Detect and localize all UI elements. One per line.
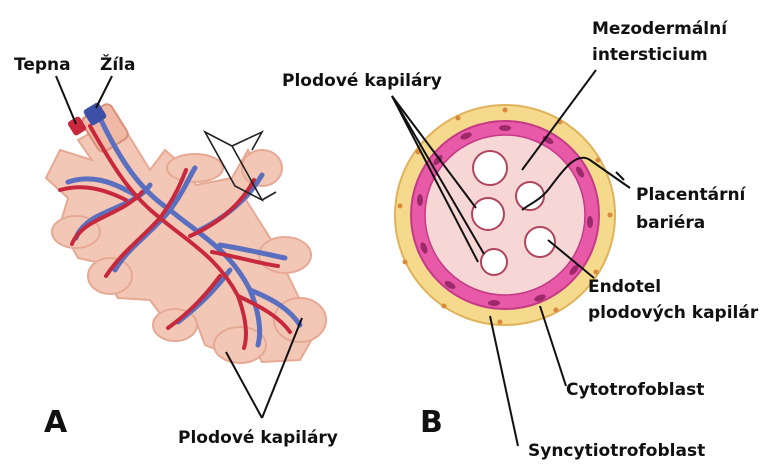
label-capillaries-a: Plodové kapiláry xyxy=(178,428,338,448)
label-artery: Tepna xyxy=(14,55,71,75)
label-endothel-line1: Endotel xyxy=(588,277,661,297)
label-endothel-line2: plodových kapilár xyxy=(588,303,759,323)
label-mesoderm-line2: intersticium xyxy=(592,45,708,65)
villus-tree xyxy=(46,102,326,363)
villus-cross-section xyxy=(395,105,615,325)
capillary-1 xyxy=(473,151,507,185)
panel-letter-b: B xyxy=(420,405,443,440)
capillary-3 xyxy=(472,198,504,230)
label-capillaries-b: Plodové kapiláry xyxy=(282,71,442,91)
cytotrophoblast-leader-line xyxy=(540,306,566,386)
label-syncytiotrophoblast: Syncytiotrofoblast xyxy=(528,441,705,461)
label-cytotrophoblast: Cytotrofoblast xyxy=(566,380,704,400)
syncytiotrophoblast-leader-line xyxy=(490,316,518,446)
label-barrier-line1: Placentární xyxy=(636,185,747,205)
label-barrier-line2: bariéra xyxy=(636,213,705,233)
label-mesoderm-line1: Mezodermální xyxy=(592,19,728,39)
panel-letter-a: A xyxy=(44,405,68,440)
capillary-5 xyxy=(481,249,507,275)
label-vein: Žíla xyxy=(100,53,135,75)
capillary-2 xyxy=(516,182,544,210)
